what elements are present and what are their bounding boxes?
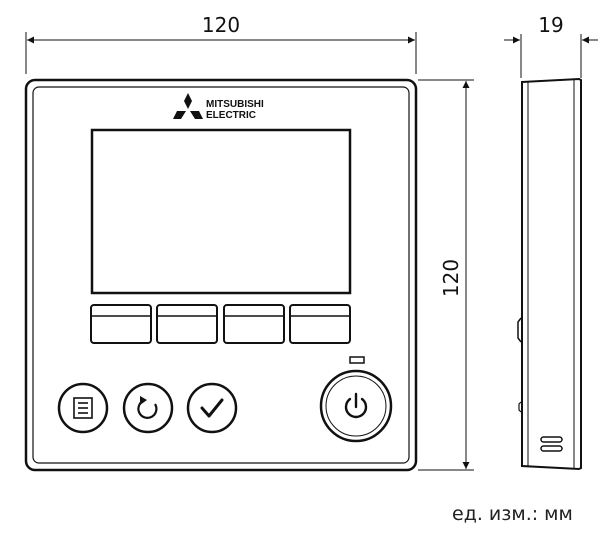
function-key-f1[interactable] bbox=[90, 304, 152, 344]
menu-button[interactable] bbox=[57, 382, 109, 434]
depth-dimension-label: 19 bbox=[538, 13, 563, 37]
function-keys bbox=[90, 304, 351, 344]
confirm-button[interactable] bbox=[186, 382, 238, 434]
lcd-screen bbox=[90, 128, 352, 295]
mitsubishi-logo: MITSUBISHI ELECTRIC bbox=[173, 93, 264, 121]
units-note: ед. изм.: мм bbox=[452, 503, 573, 525]
menu-icon bbox=[73, 397, 93, 419]
side-vent-icon bbox=[540, 436, 563, 452]
return-button[interactable] bbox=[122, 382, 174, 434]
power-icon bbox=[344, 392, 368, 419]
function-key-f2[interactable] bbox=[156, 304, 218, 344]
function-key-f4[interactable] bbox=[289, 304, 351, 344]
width-dimension: 120 bbox=[25, 13, 417, 74]
function-key-f3[interactable] bbox=[223, 304, 285, 344]
logo-line1: MITSUBISHI bbox=[206, 99, 264, 110]
width-dimension-label: 120 bbox=[202, 13, 240, 37]
operation-indicator-led bbox=[349, 356, 365, 364]
three-diamonds-logo-icon bbox=[173, 93, 203, 119]
side-view bbox=[517, 77, 582, 471]
logo-line2: ELECTRIC bbox=[206, 110, 256, 121]
height-dimension: 120 bbox=[418, 79, 474, 471]
depth-dimension: 19 bbox=[504, 13, 598, 78]
return-icon bbox=[137, 396, 158, 419]
power-button[interactable] bbox=[319, 369, 393, 443]
height-dimension-label: 120 bbox=[439, 259, 463, 297]
confirm-check-icon bbox=[200, 398, 224, 418]
